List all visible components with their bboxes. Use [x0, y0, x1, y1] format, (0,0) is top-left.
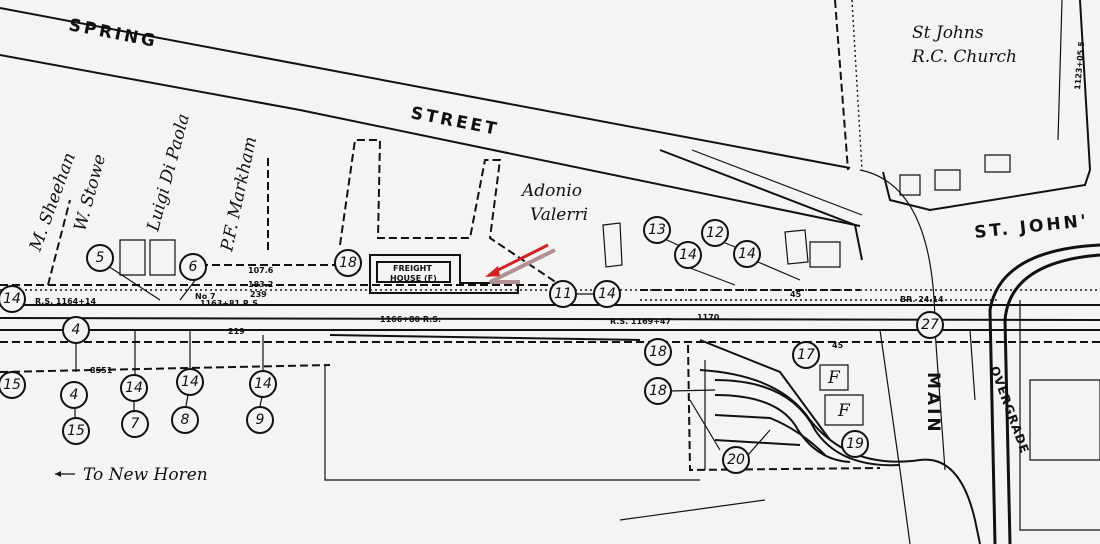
note-219: 219 [228, 327, 245, 336]
spring-label: SPRING [67, 15, 159, 52]
marker-12: 12 [701, 219, 729, 247]
svg-text:6: 6 [189, 259, 198, 275]
marker-11: 11 [549, 280, 577, 308]
owner-labels: M. Sheehan W. Stowe Luigi Di Paola P.F. … [26, 112, 588, 255]
marker-18: 18 [644, 338, 672, 366]
note-183: 183.2 [248, 280, 273, 289]
owner-valerri-2: Valerri [530, 205, 588, 225]
church-dimension: 1123+05.5 [1073, 40, 1086, 90]
st-johns-label: ST. JOHN' [973, 211, 1090, 243]
svg-text:14: 14 [679, 247, 697, 263]
svg-text:9: 9 [256, 412, 265, 428]
marker-27: 27 [916, 311, 944, 339]
svg-text:7: 7 [131, 416, 140, 432]
marker-8: 8 [171, 406, 199, 434]
note-rs-left: R.S. 1164+14 [35, 297, 96, 306]
marker-18: 18 [334, 249, 362, 277]
svg-text:14: 14 [181, 374, 199, 390]
svg-text:14: 14 [254, 376, 272, 392]
note-rs-1166: 1166+80 R.S. [380, 315, 441, 324]
marker-14: 14 [733, 240, 761, 268]
note-rs-1169: R.S. 1169+47 [610, 317, 671, 326]
svg-text:20: 20 [727, 452, 745, 468]
svg-text:13: 13 [648, 222, 666, 238]
svg-text:17: 17 [797, 347, 815, 363]
note-239: 239 [250, 290, 267, 299]
marker-17: 17 [792, 341, 820, 369]
main-label: MAIN [923, 372, 943, 435]
marker-14: 14 [593, 280, 621, 308]
svg-text:18: 18 [339, 255, 357, 271]
marker-14: 14 [0, 285, 26, 313]
svg-text:8: 8 [181, 412, 190, 428]
svg-text:14: 14 [3, 291, 21, 307]
svg-text:14: 14 [738, 246, 756, 262]
church-label-1: St Johns [912, 23, 984, 43]
marker-5: 5 [86, 244, 114, 272]
marker-18: 18 [644, 377, 672, 405]
marker-15: 15 [0, 371, 26, 399]
svg-text:14: 14 [125, 380, 143, 396]
note-45b: 45 [832, 341, 844, 350]
note-8551: 8551 [90, 366, 113, 375]
spring-street: SPRING STREET [0, 7, 861, 227]
svg-text:19: 19 [846, 436, 864, 452]
marker-4: 4 [62, 316, 90, 344]
marker-14: 14 [249, 370, 277, 398]
f-building-2 [824, 394, 864, 426]
marker-4: 4 [60, 381, 88, 409]
church-label-2: R.C. Church [911, 47, 1017, 67]
svg-text:15: 15 [67, 423, 85, 439]
marker-20: 20 [722, 446, 750, 474]
red-arrow-indicator [485, 243, 556, 284]
owner-sheehan: M. Sheehan [26, 150, 80, 255]
marker-6: 6 [179, 253, 207, 281]
marker-14: 14 [176, 368, 204, 396]
svg-text:18: 18 [649, 383, 667, 399]
marker-9: 9 [246, 406, 274, 434]
svg-text:11: 11 [554, 286, 572, 302]
svg-text:5: 5 [96, 250, 105, 266]
tracks [0, 169, 1100, 544]
owner-markham: P.F. Markham [217, 135, 261, 254]
marker-leaders [74, 239, 801, 456]
f-label-2: F [837, 401, 851, 421]
svg-text:27: 27 [921, 317, 939, 333]
marker-13: 13 [643, 216, 671, 244]
note-45a: 45 [790, 290, 802, 299]
svg-text:15: 15 [3, 377, 21, 393]
owner-valerri-1: Adonio [520, 181, 582, 201]
note-107: 107.6 [248, 266, 274, 275]
note-br: BR. 24.14 [900, 295, 944, 304]
dimension-notes: R.S. 1164+14 1163+81 R.S. 1166+80 R.S. R… [35, 266, 944, 375]
svg-text:14: 14 [598, 286, 616, 302]
church-lot: St Johns R.C. Church 1123+05.5 [834, 0, 1092, 212]
note-no7: No 7 [195, 292, 216, 301]
f-label-1: F [827, 368, 841, 388]
svg-text:12: 12 [706, 225, 724, 241]
marker-14: 14 [120, 374, 148, 402]
svg-text:18: 18 [649, 344, 667, 360]
note-1170: 1170 [697, 313, 720, 322]
to-new-haven-label: To New Horen [83, 465, 208, 485]
freight-house-line2: HOUSE (F) [390, 274, 437, 283]
svg-text:4: 4 [72, 322, 81, 338]
freight-house-line1: FREIGHT [393, 264, 432, 273]
south-lots: F F [324, 300, 1100, 531]
direction-indicator: To New Horen [55, 465, 208, 485]
marker-19: 19 [841, 430, 869, 458]
circled-markers: 5 6 18 14 4 15 4 15 14 7 14 8 14 9 11 14… [0, 216, 944, 474]
marker-14: 14 [674, 241, 702, 269]
svg-text:4: 4 [70, 387, 79, 403]
note-rs-1163: 1163+81 R.S. [200, 299, 261, 308]
f-building-1 [819, 364, 849, 391]
marker-7: 7 [121, 410, 149, 438]
owner-di-paola: Luigi Di Paola [143, 112, 194, 235]
marker-15: 15 [62, 417, 90, 445]
